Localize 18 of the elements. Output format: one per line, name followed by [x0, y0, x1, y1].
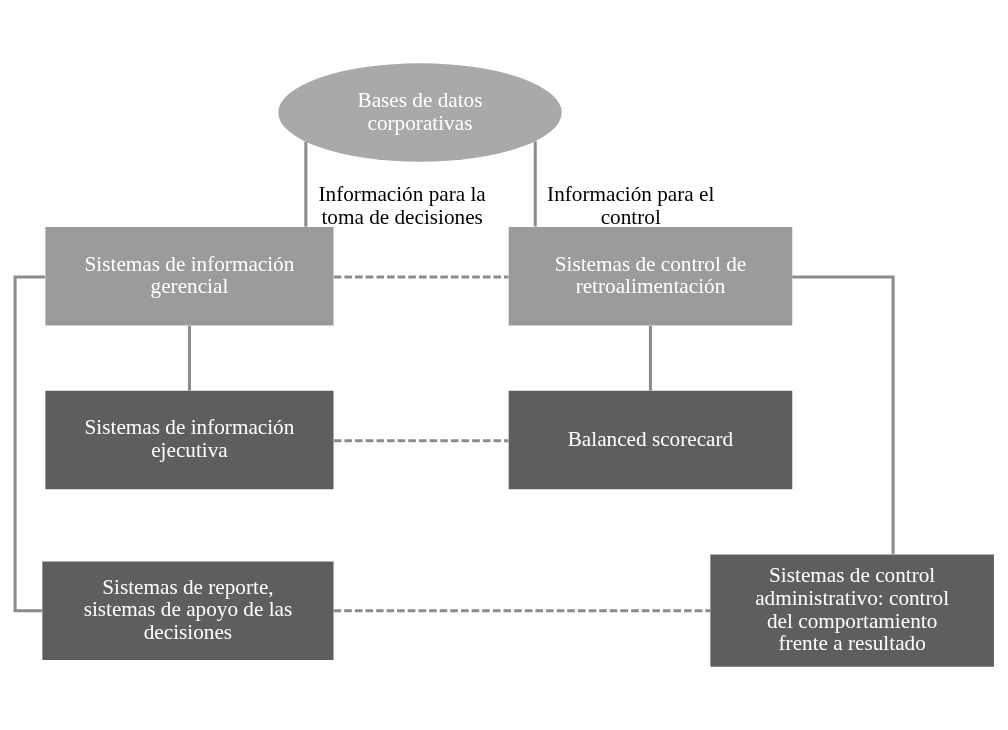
connector: [13, 275, 45, 613]
connector: [791, 275, 895, 555]
connector: [333, 609, 710, 613]
node-box: Sistemas de reporte, sistemas de apoyo de las decisiones: [41, 561, 333, 660]
connector: [533, 141, 537, 227]
connector: [333, 275, 508, 279]
node-box: Sistemas de información ejecutiva: [44, 390, 333, 490]
connector: [648, 325, 652, 391]
node-ellipse: Bases de datos corporativas: [277, 63, 562, 162]
node-box: Sistemas de control administrativo: control del comportamiento frente a resultado: [709, 554, 994, 667]
edge-label: Información para el control: [546, 181, 714, 229]
node-box: Sistemas de información gerencial: [44, 227, 333, 326]
node-box: Sistemas de control de retroalimentación: [508, 227, 792, 326]
connector: [187, 325, 191, 391]
connector: [333, 439, 508, 443]
connector: [303, 141, 307, 227]
edge-label: Información para la toma de decisiones: [317, 182, 486, 229]
node-box: Balanced scorecard: [508, 390, 792, 490]
